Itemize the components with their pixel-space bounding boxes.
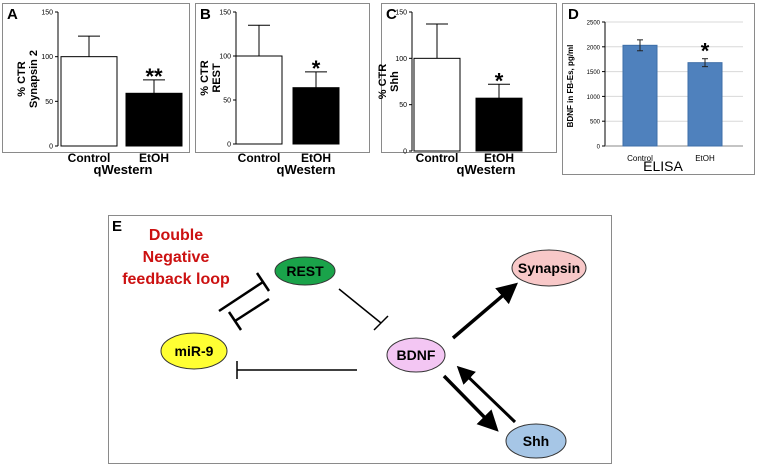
node-rest-label: REST bbox=[286, 263, 324, 279]
node-synapsin-label: Synapsin bbox=[518, 260, 580, 276]
xtitle-d: ELISA bbox=[643, 158, 683, 174]
ytick-label-d-5: 2500 bbox=[587, 21, 601, 27]
bar-b-1 bbox=[292, 87, 340, 145]
ytick-label-d-2: 1000 bbox=[587, 95, 601, 101]
edge-shh-activates-bdnf bbox=[456, 365, 517, 424]
ytick-label-b-0: 0 bbox=[227, 142, 231, 149]
category-label-b-0: Control bbox=[238, 151, 281, 165]
ytick-label-b-1: 50 bbox=[223, 98, 231, 105]
chart-b-rest: 0 50 100 150 % CTRREST Control EtOH * bbox=[199, 10, 340, 165]
panel-label-c: C bbox=[386, 6, 397, 23]
ytick-label-c-1: 50 bbox=[399, 102, 407, 109]
category-label-d-0: Control bbox=[627, 154, 653, 163]
bar-c-1 bbox=[475, 97, 523, 152]
edge-bdnf-activates-synapsin bbox=[451, 282, 518, 340]
diagram-title-line-1: Double bbox=[148, 227, 204, 244]
bar-d-0 bbox=[622, 44, 658, 147]
edge-bdnf-inhibits-mir9 bbox=[236, 361, 357, 379]
panel-e-diagram: E Double Negative feedback loop bbox=[108, 215, 612, 464]
edge-rest-inhibits-mir9 bbox=[227, 297, 270, 331]
ylabel-d: BDNF in FB-Es, pg/ml bbox=[566, 45, 575, 128]
significance-c: * bbox=[495, 68, 504, 93]
category-label-a-1: EtOH bbox=[139, 151, 169, 165]
bar-a-0 bbox=[60, 56, 118, 147]
ytick-label-b-2: 100 bbox=[219, 54, 231, 61]
feedback-diagram: REST miR-9 BDNF Synapsin Shh bbox=[160, 249, 587, 459]
bar-a-1 bbox=[125, 92, 183, 147]
panel-label-e: E bbox=[112, 218, 123, 235]
significance-a: ** bbox=[145, 64, 163, 89]
edge-bdnf-activates-shh bbox=[442, 374, 499, 432]
category-label-a-0: Control bbox=[68, 151, 111, 165]
ytick-label-d-3: 1500 bbox=[587, 70, 601, 76]
ytick-label-a-3: 150 bbox=[41, 10, 53, 17]
ylabel-c: % CTRShh bbox=[377, 64, 401, 100]
bar-c-0 bbox=[413, 57, 461, 152]
diagram-title-line-3: feedback loop bbox=[122, 271, 230, 288]
diagram-title: Double Negative feedback loop bbox=[111, 225, 241, 291]
panel-b: B 0 50 100 150 % CTRREST Control EtOH * qWester… bbox=[195, 3, 370, 177]
edge-mir9-inhibits-rest bbox=[218, 272, 271, 313]
node-bdnf-label: BDNF bbox=[397, 347, 436, 363]
significance-b: * bbox=[312, 56, 321, 81]
ytick-label-a-0: 0 bbox=[49, 144, 53, 151]
category-label-c-0: Control bbox=[416, 151, 459, 165]
node-rest: REST bbox=[274, 256, 336, 286]
ytick-label-d-0: 0 bbox=[597, 145, 601, 151]
edge-rest-inhibits-bdnf bbox=[338, 288, 389, 331]
ylabel-b: % CTRREST bbox=[199, 60, 223, 96]
node-bdnf: BDNF bbox=[386, 337, 446, 373]
ytick-label-d-4: 2000 bbox=[587, 45, 601, 51]
ytick-label-a-1: 50 bbox=[45, 99, 53, 106]
chart-a-synapsin: 0 50 100 150 % CTRSynapsin 2 Control EtOH ** bbox=[16, 10, 183, 165]
xtitle-c: qWestern bbox=[456, 162, 516, 177]
ytick-label-a-2: 100 bbox=[41, 54, 53, 61]
node-synapsin: Synapsin bbox=[511, 249, 587, 287]
node-mir9-label: miR-9 bbox=[175, 343, 214, 359]
panel-label-d: D bbox=[568, 6, 579, 23]
xtitle-b: qWestern bbox=[276, 162, 336, 177]
ytick-label-c-2: 100 bbox=[395, 56, 407, 63]
node-shh: Shh bbox=[505, 423, 567, 459]
ytick-label-b-3: 150 bbox=[219, 10, 231, 17]
node-mir9: miR-9 bbox=[160, 332, 228, 370]
category-label-d-1: EtOH bbox=[695, 154, 715, 163]
ytick-label-c-3: 150 bbox=[395, 10, 407, 17]
panel-label-b: B bbox=[200, 6, 211, 23]
ytick-label-c-0: 0 bbox=[403, 149, 407, 156]
panel-label-a: A bbox=[7, 6, 18, 23]
xtitle-a: qWestern bbox=[93, 162, 153, 177]
ytick-label-d-1: 500 bbox=[590, 120, 601, 126]
node-shh-label: Shh bbox=[523, 433, 549, 449]
category-label-b-1: EtOH bbox=[301, 151, 331, 165]
significance-d: * bbox=[701, 39, 710, 64]
category-label-c-1: EtOH bbox=[484, 151, 514, 165]
ylabel-a: % CTRSynapsin 2 bbox=[16, 50, 40, 108]
bar-d-1 bbox=[687, 62, 723, 147]
diagram-title-line-2: Negative bbox=[142, 249, 210, 266]
bar-b-0 bbox=[235, 55, 283, 145]
